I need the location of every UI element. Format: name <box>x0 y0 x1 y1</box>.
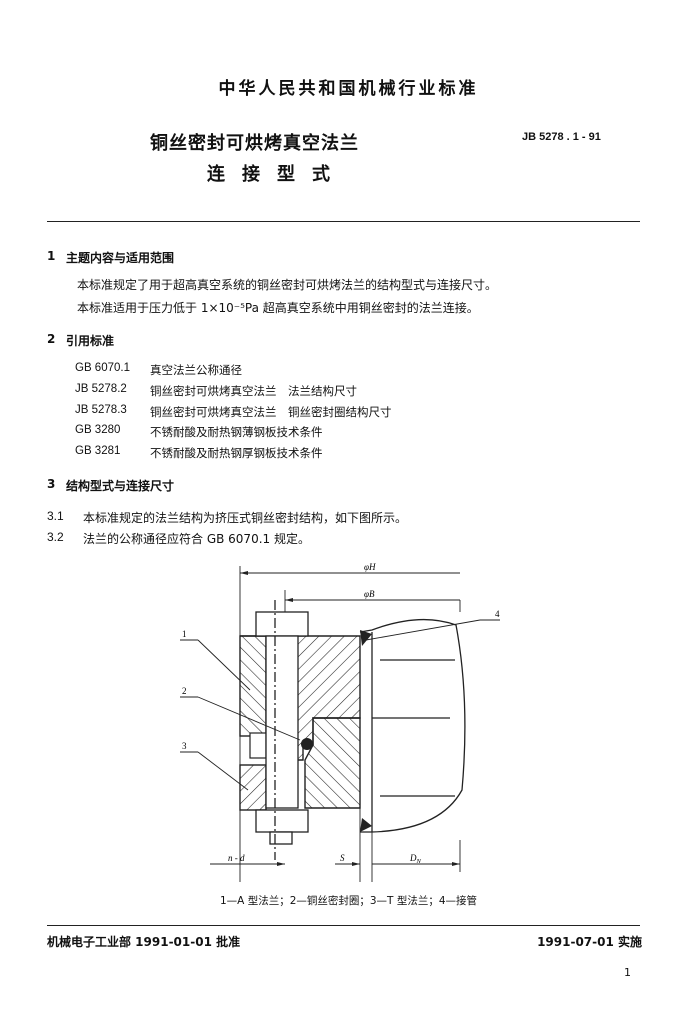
footer-rule <box>47 925 640 926</box>
section-title: 结构型式与连接尺寸 <box>66 479 175 493</box>
clause-number: 3.2 <box>47 530 64 544</box>
reference-title: 铜丝密封可烘烤真空法兰 铜丝密封圈结构尺寸 <box>150 405 392 419</box>
dim-label-dn: DN <box>409 853 422 865</box>
reference-title: 不锈耐酸及耐热钢薄钢板技术条件 <box>150 425 323 439</box>
reference-code: JB 5278.2 <box>75 383 127 395</box>
clause-number: 3.1 <box>47 509 64 523</box>
dim-label-s: S <box>340 853 345 863</box>
callout-2: 2 <box>182 686 187 696</box>
callout-3: 3 <box>182 741 187 751</box>
reference-title: 真空法兰公称通径 <box>150 363 242 377</box>
paragraph: 本标准规定了用于超高真空系统的铜丝密封可烘烤法兰的结构型式与连接尺寸。 <box>77 278 498 292</box>
paragraph: 本标准适用于压力低于 1×10⁻⁵Pa 超高真空系统中用铜丝密封的法兰连接。 <box>77 301 479 315</box>
reference-code: GB 3280 <box>75 424 121 436</box>
header-rule <box>47 221 640 222</box>
dim-label-phi-h: φH <box>364 562 376 572</box>
issuing-organization: 中华人民共和国机械行业标准 <box>218 79 479 99</box>
standard-number: JB 5278 . 1 - 91 <box>522 131 601 143</box>
effective-date: 1991-07-01 实施 <box>537 935 642 949</box>
dim-label-phi-b: φB <box>364 589 375 599</box>
section-number: 1 <box>47 249 56 263</box>
callout-4: 4 <box>495 609 500 619</box>
reference-code: GB 6070.1 <box>75 362 130 374</box>
callout-1: 1 <box>182 629 187 639</box>
dim-label-n-d: n - d <box>228 853 245 863</box>
copper-wire-seal <box>301 738 313 750</box>
section-title: 引用标准 <box>66 334 115 348</box>
bolt <box>255 600 309 860</box>
section-title: 主题内容与适用范围 <box>66 251 175 265</box>
figure-caption: 1—A 型法兰；2—铜丝密封圈；3—T 型法兰；4—接管 <box>220 895 477 907</box>
reference-title: 不锈耐酸及耐热钢厚钢板技术条件 <box>150 446 323 460</box>
document-title-line1: 铜丝密封可烘烤真空法兰 <box>150 133 359 154</box>
reference-code: GB 3281 <box>75 445 121 457</box>
connecting-tube <box>359 618 466 833</box>
reference-code: JB 5278.3 <box>75 404 127 416</box>
page-number: 1 <box>624 966 631 979</box>
section-number: 3 <box>47 477 56 491</box>
t-type-flange <box>304 717 361 809</box>
clause-text: 本标准规定的法兰结构为挤压式铜丝密封结构，如下图所示。 <box>83 511 408 525</box>
document-title-line2: 连接型式 <box>207 164 347 185</box>
approval-info: 机械电子工业部 1991-01-01 批准 <box>47 935 241 949</box>
section-number: 2 <box>47 332 56 346</box>
clause-text: 法兰的公称通径应符合 GB 6070.1 规定。 <box>83 532 310 546</box>
reference-title: 铜丝密封可烘烤真空法兰 法兰结构尺寸 <box>150 384 357 398</box>
